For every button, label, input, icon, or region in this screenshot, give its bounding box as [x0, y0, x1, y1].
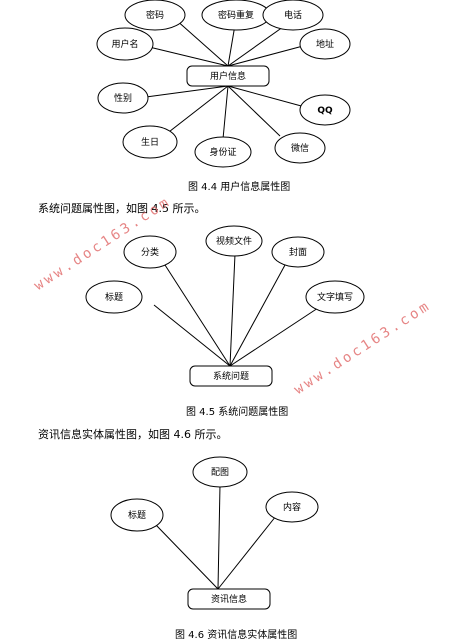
fig46-node-label: 配图 — [211, 467, 229, 478]
attr-category — [123, 235, 177, 269]
figure-caption-4-4: 图 4.4 用户信息属性图 — [188, 182, 291, 193]
entity-system-issue — [189, 365, 273, 387]
figure-caption-4-6: 图 4.6 资讯信息实体属性图 — [175, 630, 298, 641]
attr-birthday — [122, 125, 178, 159]
attr-gender — [97, 82, 149, 114]
fig45-node-label: 文字填写 — [317, 291, 353, 303]
attr-address — [299, 28, 351, 60]
entity-news-info — [187, 588, 271, 610]
fig44-node-label: 电话 — [284, 9, 302, 21]
attr-cover — [271, 236, 325, 268]
attr-content — [265, 491, 319, 523]
fig44-node-label: 性别 — [114, 92, 132, 104]
fig44-node-label: 身份证 — [209, 146, 236, 158]
fig46-node-label: 标题 — [128, 509, 146, 521]
attr-username — [96, 27, 154, 61]
fig45-node-label: 视频文件 — [216, 235, 252, 247]
fig45-center-label: 系统问题 — [213, 370, 249, 382]
figure-caption-4-5: 图 4.5 系统问题属性图 — [186, 407, 289, 418]
attr-phone — [262, 0, 324, 31]
fig44-node-label: 密码 — [146, 9, 164, 21]
fig44-node-label: 密码重复 — [218, 9, 254, 21]
entity-user-info — [186, 65, 270, 87]
attr-image — [192, 456, 248, 488]
fig44-center-label: 用户信息 — [210, 70, 246, 82]
fig45-node-label: 分类 — [141, 246, 159, 258]
fig45-node-label: 封面 — [289, 246, 307, 258]
paragraph-news-info: 资讯信息实体属性图，如图 4.6 所示。 — [38, 428, 228, 441]
fig45-node-label: 标题 — [105, 291, 123, 303]
fig44-node-label: QQ — [317, 106, 333, 116]
fig46-center-label: 资讯信息 — [211, 593, 247, 605]
attr-text-entry — [305, 280, 365, 314]
attr-title — [85, 280, 143, 314]
attr-id-card — [194, 136, 252, 168]
fig44-node-label: 用户名 — [111, 38, 138, 50]
attr-news-title — [110, 498, 164, 532]
attr-video-file — [205, 225, 263, 257]
attr-wechat — [274, 132, 326, 164]
fig46-node-label: 内容 — [283, 501, 301, 513]
paragraph-system-issue: 系统问题属性图，如图 4.5 所示。 — [38, 202, 206, 215]
fig44-node-label: 生日 — [141, 136, 159, 148]
fig44-node-label: 微信 — [291, 142, 309, 154]
fig44-node-label: 地址 — [316, 38, 334, 50]
attr-password — [124, 0, 186, 31]
attr-qq — [299, 94, 351, 126]
